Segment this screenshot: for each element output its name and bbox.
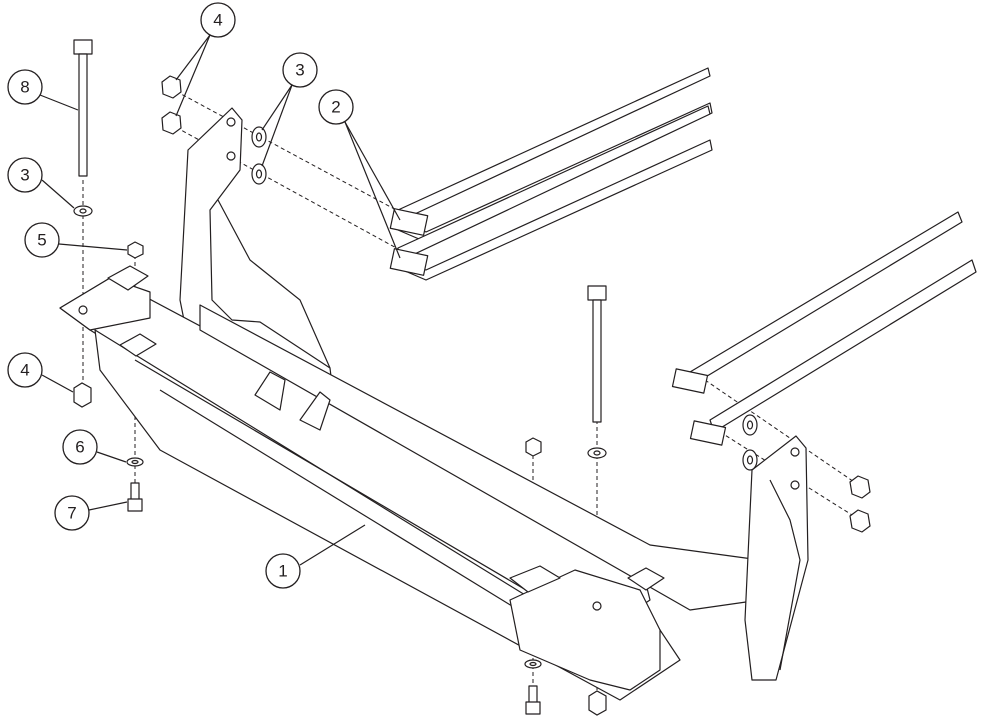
svg-text:6: 6 — [75, 438, 84, 457]
callout-6: 6 — [62, 429, 98, 465]
svg-text:3: 3 — [20, 166, 29, 185]
push-arms-upper — [389, 67, 713, 281]
callout-5: 5 — [24, 222, 60, 258]
callout-3-left: 3 — [7, 157, 43, 193]
bolt-7 — [127, 482, 143, 512]
svg-text:1: 1 — [278, 562, 287, 581]
svg-text:8: 8 — [20, 78, 29, 97]
svg-text:7: 7 — [67, 504, 76, 523]
callout-7: 7 — [54, 495, 90, 531]
nuts — [73, 75, 871, 716]
svg-text:4: 4 — [213, 11, 222, 30]
right-upright — [744, 435, 809, 681]
washers — [73, 126, 758, 669]
svg-text:2: 2 — [331, 98, 340, 117]
callout-4-left: 4 — [7, 352, 43, 388]
bolt-lower-mid — [525, 685, 541, 715]
callout-1: 1 — [265, 553, 301, 589]
svg-text:4: 4 — [20, 361, 29, 380]
main-frame — [59, 265, 761, 701]
leader-lines — [39, 34, 401, 566]
callout-2: 2 — [318, 89, 354, 125]
svg-text:3: 3 — [295, 61, 304, 80]
bolt-8 — [73, 39, 93, 177]
callout-3-top: 3 — [282, 52, 318, 88]
push-arms-lower — [671, 211, 977, 446]
callout-4-top: 4 — [200, 2, 236, 38]
bolt-right-long — [587, 285, 607, 423]
callout-8: 8 — [7, 69, 43, 105]
svg-text:5: 5 — [37, 231, 46, 250]
